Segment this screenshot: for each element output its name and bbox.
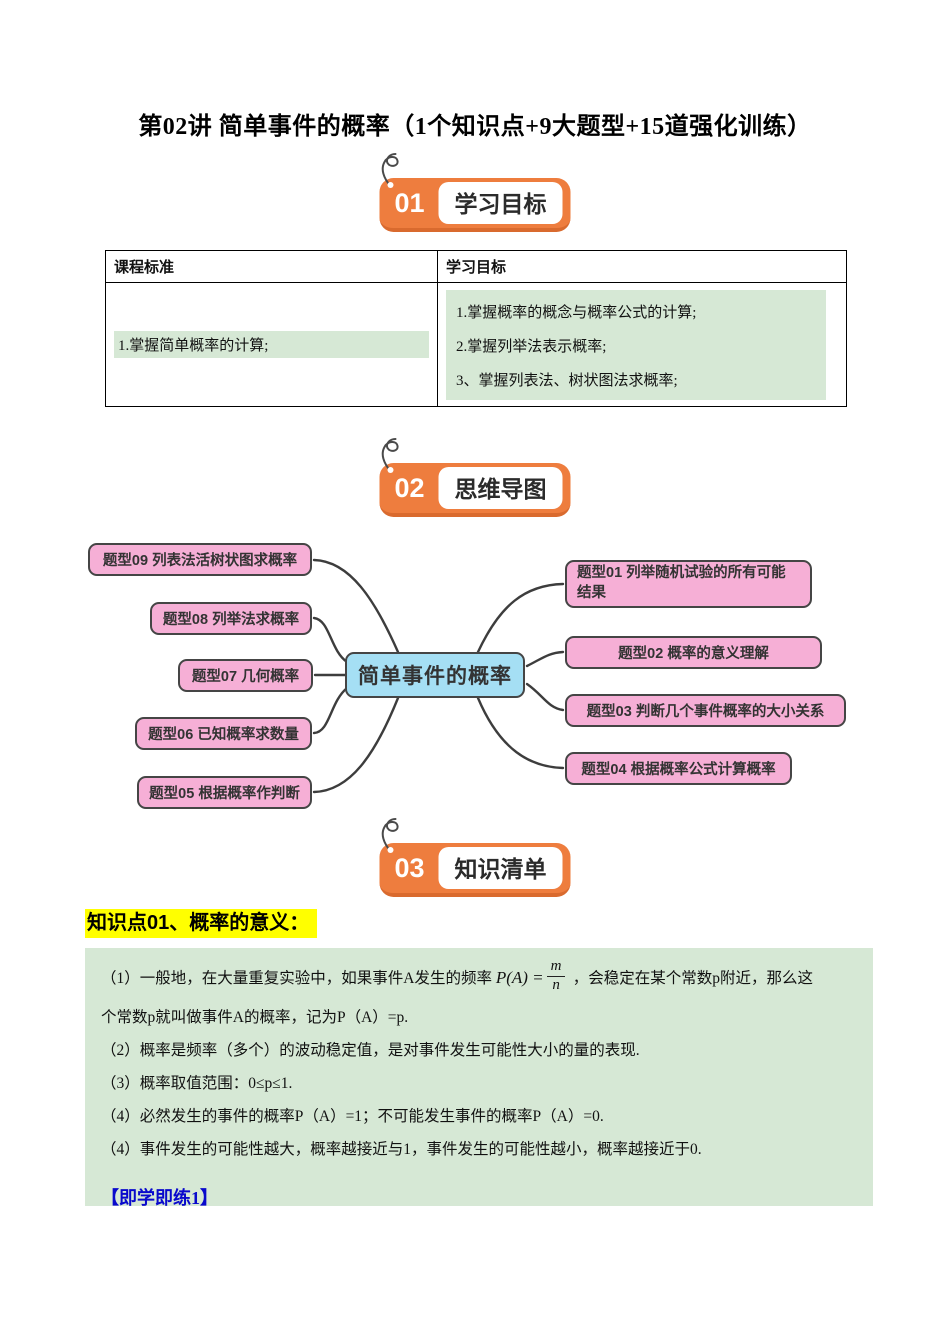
mind-map: 简单事件的概率 题型09 列表法活树状图求概率 题型08 列举法求概率 题型07… bbox=[0, 530, 950, 830]
mind-map-center-node: 简单事件的概率 bbox=[345, 652, 525, 698]
table-header-course-standard: 课程标准 bbox=[105, 250, 438, 283]
section-title: 学习目标 bbox=[438, 182, 563, 224]
learning-goal-list: 1.掌握概率的概念与概率公式的计算; 2.掌握列举法表示概率; 3、掌握列表法、… bbox=[446, 289, 827, 400]
table-header-learning-goal: 学习目标 bbox=[437, 250, 847, 283]
knowledge-point-heading-text: 知识点01、概率的意义： bbox=[85, 909, 318, 938]
mind-map-node-05: 题型05 根据概率作判断 bbox=[137, 776, 312, 809]
knowledge-item-1-line2: 个常数p就叫做事件A的概率，记为P（A）=p. bbox=[101, 1009, 409, 1026]
knowledge-point-heading: 知识点01、概率的意义： bbox=[85, 906, 318, 938]
fraction-numerator: m bbox=[546, 958, 566, 977]
formula-lhs: P(A) = bbox=[495, 968, 544, 987]
knowledge-item-1-text-after: ，会稳定在某个常数p附近，那么这 bbox=[572, 970, 813, 987]
curl-pin-icon bbox=[381, 153, 399, 188]
practice-label: 【即学即练1】 bbox=[101, 1188, 218, 1208]
knowledge-item-4: （4）必然发生的事件的概率P（A）=1；不可能发生事件的概率P（A）=0. bbox=[101, 1108, 604, 1125]
course-standard-item: 1.掌握简单概率的计算; bbox=[114, 331, 429, 358]
section-number: 02 bbox=[394, 472, 425, 503]
knowledge-item-1-text: （1）一般地，在大量重复实验中，如果事件A发生的频率 bbox=[101, 970, 492, 987]
page-title: 第02讲 简单事件的概率（1个知识点+9大题型+15道强化训练） bbox=[138, 114, 812, 140]
mind-map-node-09: 题型09 列表法活树状图求概率 bbox=[88, 543, 312, 576]
mind-map-node-08: 题型08 列举法求概率 bbox=[150, 602, 312, 635]
knowledge-item-3: （3）概率取值范围：0≤p≤1. bbox=[101, 1075, 293, 1092]
learning-goal-item: 1.掌握概率的概念与概率公式的计算; bbox=[456, 304, 697, 321]
course-standard-cell: 1.掌握简单概率的计算; bbox=[105, 282, 438, 407]
mind-map-node-06: 题型06 已知概率求数量 bbox=[135, 717, 312, 750]
learning-goal-item: 2.掌握列举法表示概率; bbox=[456, 338, 607, 355]
mind-map-node-04: 题型04 根据概率公式计算概率 bbox=[565, 752, 792, 785]
section-number: 03 bbox=[394, 852, 425, 883]
learning-goal-item: 3、掌握列表法、树状图法求概率; bbox=[456, 372, 678, 389]
section-badge-mind-map: 02 思维导图 bbox=[379, 438, 571, 517]
curl-pin-icon bbox=[381, 818, 399, 853]
learning-goal-cell: 1.掌握概率的概念与概率公式的计算; 2.掌握列举法表示概率; 3、掌握列表法、… bbox=[437, 282, 847, 407]
mind-map-connectors bbox=[312, 558, 565, 794]
fraction-denominator: n bbox=[552, 976, 560, 993]
mind-map-node-07: 题型07 几何概率 bbox=[178, 659, 313, 692]
objectives-table: 课程标准 学习目标 1.掌握简单概率的计算; 1.掌握概率的概念与概率公式的计算… bbox=[105, 250, 847, 407]
section-badge-knowledge-list: 03 知识清单 bbox=[379, 818, 571, 897]
mind-map-node-01: 题型01 列举随机试验的所有可能结果 bbox=[565, 560, 812, 608]
section-badge-learning-goals: 01 学习目标 bbox=[379, 153, 571, 232]
knowledge-item-2: （2）概率是频率（多个）的波动稳定值，是对事件发生可能性大小的量的表现. bbox=[101, 1042, 640, 1059]
section-title: 知识清单 bbox=[438, 847, 563, 889]
section-title: 思维导图 bbox=[438, 467, 563, 509]
mind-map-node-03: 题型03 判断几个事件概率的大小关系 bbox=[565, 694, 846, 727]
knowledge-item-5: （4）事件发生的可能性越大，概率越接近与1，事件发生的可能性越小，概率越接近于0… bbox=[101, 1141, 702, 1158]
mind-map-node-02: 题型02 概率的意义理解 bbox=[565, 636, 822, 669]
section-number: 01 bbox=[394, 187, 425, 218]
curl-pin-icon bbox=[381, 438, 399, 473]
